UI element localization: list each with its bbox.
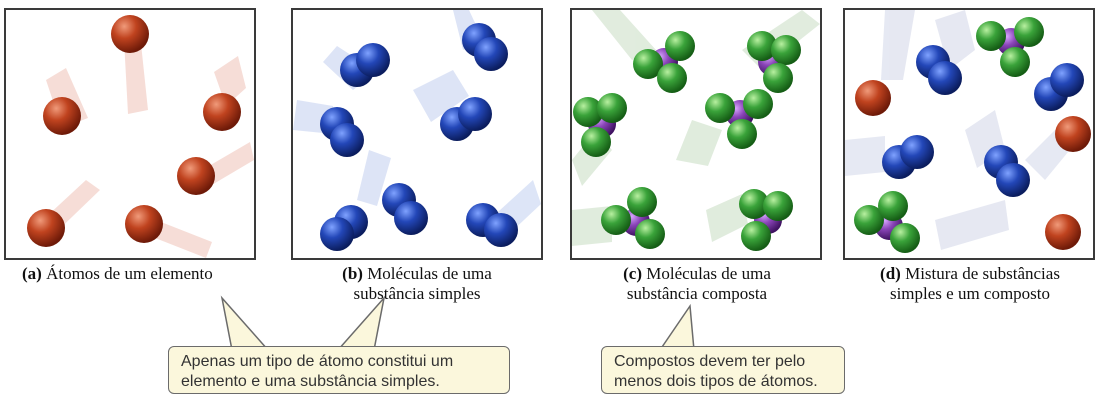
caption-d-letter: (d) [880,264,901,283]
red-atoms [27,15,241,247]
panel-compound-molecules [570,8,822,260]
red-atom [203,93,241,131]
molecules-illustration [293,10,541,251]
callout-2-line2: menos dois tipos de átomos. [614,373,818,390]
compound-molecule [601,187,665,249]
callout-compounds: Compostos devem ter pelo menos dois tipo… [601,346,845,394]
pointer-to-caption-a [220,295,270,351]
blue-molecules [320,23,518,251]
blue-diatomic-molecule [320,107,364,157]
caption-b-letter: (b) [342,264,363,283]
compound-illustration [572,10,820,251]
compound-molecule [705,89,773,149]
blue-diatomic-molecule [882,135,934,179]
caption-a: (a) Átomos de um elemento [4,264,292,284]
red-atom [111,15,149,53]
panel-mixture [843,8,1095,260]
pointer-to-caption-b [336,295,386,351]
red-atom [1055,116,1091,152]
caption-b-line2: substância simples [353,284,481,303]
blue-diatomic-molecule [440,97,492,141]
red-atom [177,157,215,195]
callout-2-line1: Compostos devem ter pelo [614,353,806,370]
compound-molecule [976,17,1044,77]
red-atom [27,209,65,247]
compound-molecules [573,31,801,251]
blue-diatomic-molecule [466,203,518,247]
panel-simple-substance-molecules [291,8,543,260]
compound-molecule [747,31,801,93]
compound-molecule [854,191,920,253]
blue-diatomic-molecule [382,183,428,235]
caption-a-letter: (a) [22,264,42,283]
blue-diatomic-molecule [340,43,390,87]
callout-1-line1: Apenas um tipo de átomo constitui um [181,353,454,370]
caption-d: (d) Mistura de substâncias simples e um … [846,264,1094,304]
caption-c-letter: (c) [623,264,642,283]
red-atom [1045,214,1081,250]
compound-molecule [573,93,627,157]
caption-c: (c) Moléculas de uma substância composta [572,264,822,304]
pointer-to-caption-c [658,303,695,351]
caption-c-line1: Moléculas de uma [646,264,771,283]
red-atom [125,205,163,243]
atoms-illustration [27,15,254,258]
caption-b-line1: Moléculas de uma [367,264,492,283]
blue-diatomic-molecule [1034,63,1084,111]
caption-d-line2: simples e um composto [889,284,1051,303]
red-atom [43,97,81,135]
caption-a-line1: Átomos de um elemento [46,264,213,283]
blue-diatomic-molecule [984,145,1030,197]
blue-diatomic-molecule [462,23,508,71]
compound-molecule [633,31,695,93]
blue-diatomic-molecule [916,45,962,95]
caption-b: (b) Moléculas de uma substância simples [292,264,542,304]
blue-diatomic-molecule [320,205,368,251]
mixture-illustration [845,10,1091,253]
mixture-particles [854,17,1091,253]
callout-1-line2: elemento e uma substância simples. [181,373,440,390]
caption-c-line2: substância composta [626,284,768,303]
panel-atoms-of-element [4,8,256,260]
caption-d-line1: Mistura de substâncias [905,264,1060,283]
compound-molecule [739,189,793,251]
callout-element-simple-substance: Apenas um tipo de átomo constitui um ele… [168,346,510,394]
red-atom [855,80,891,116]
